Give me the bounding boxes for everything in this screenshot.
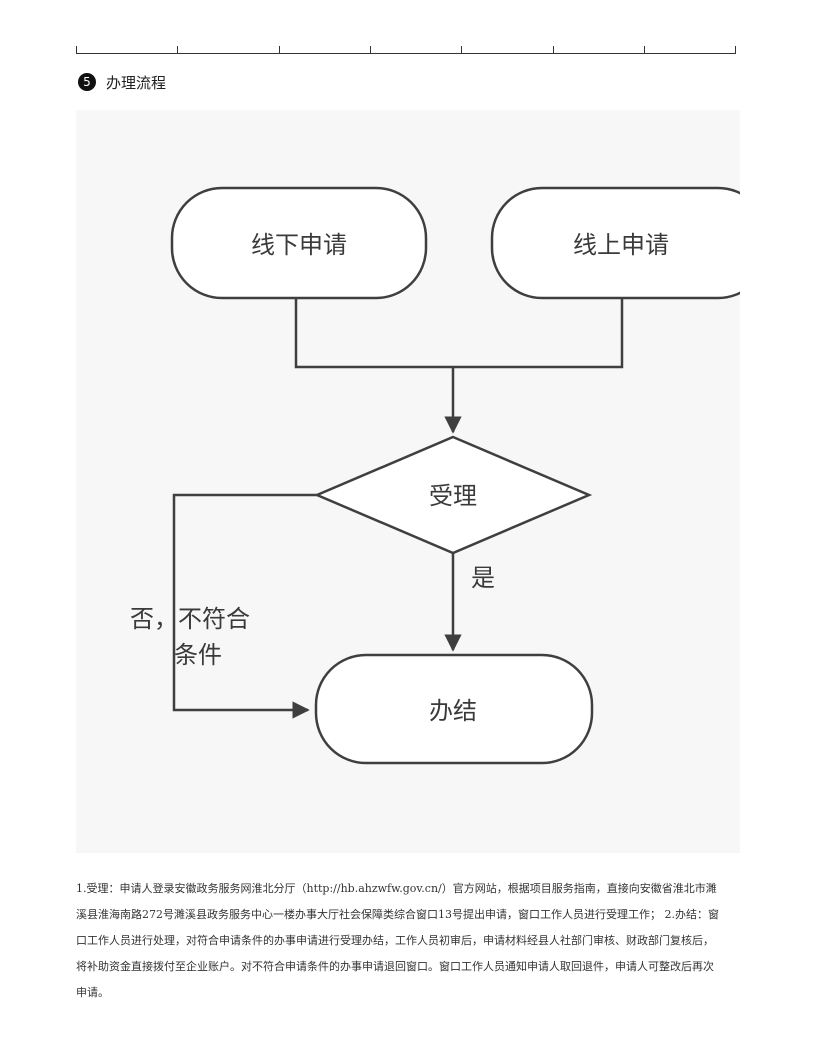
section-heading: 5 办理流程 <box>78 70 166 94</box>
table-column-divider <box>644 46 645 53</box>
node-finish-label: 办结 <box>429 697 477 725</box>
description-line: 溪县淮海南路272号濉溪县政务服务中心一楼办事大厅社会保障类综合窗口13号提出申… <box>76 908 719 921</box>
table-column-divider <box>76 46 77 53</box>
section-number-badge: 5 <box>78 73 96 91</box>
edge-no-label-line2: 条件 <box>174 641 222 669</box>
node-accept-label: 受理 <box>429 482 477 510</box>
arrow-no-branch <box>172 493 317 719</box>
table-column-divider <box>553 46 554 53</box>
description-line: 口工作人员进行处理，对符合申请条件的办事申请进行受理办结，工作人员初审后，申请材… <box>76 934 714 947</box>
table-bottom-border <box>76 44 736 54</box>
process-description: 1.受理：申请人登录安徽政务服务网淮北分厅（http://hb.ahzwfw.g… <box>76 876 740 1006</box>
node-finish <box>314 653 594 765</box>
section-title: 办理流程 <box>106 73 167 92</box>
description-line: 1.受理：申请人登录安徽政务服务网淮北分厅（http://hb.ahzwfw.g… <box>76 882 717 895</box>
edge-yes-label: 是 <box>471 564 495 592</box>
node-online-application <box>490 186 740 300</box>
table-column-divider <box>370 46 371 53</box>
node-offline-application <box>170 186 428 300</box>
process-flowchart: 线下申请 线上申请 受理 是 否，不符合 条件 办结 <box>76 110 740 853</box>
description-line: 将补助资金直接拨付至企业账户。对不符合申请条件的办事申请退回窗口。窗口工作人员通… <box>76 960 714 973</box>
table-column-divider <box>177 46 178 53</box>
table-column-divider <box>735 46 736 53</box>
table-column-divider <box>279 46 280 53</box>
edge-no-label-line1: 否，不符合 <box>130 605 250 633</box>
table-column-divider <box>461 46 462 53</box>
node-online-label: 线上申请 <box>573 231 669 259</box>
node-offline-label: 线下申请 <box>251 231 347 259</box>
flowchart-canvas: 线下申请 线上申请 受理 是 否，不符合 条件 办结 <box>130 186 740 765</box>
merge-connector <box>294 298 624 369</box>
description-line: 申请。 <box>76 986 109 999</box>
